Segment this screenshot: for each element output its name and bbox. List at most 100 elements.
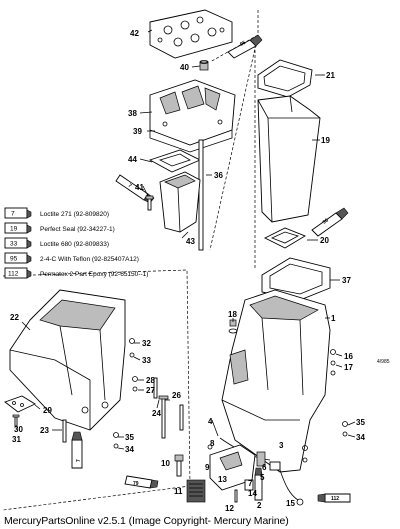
callout-4: 4 <box>208 417 213 426</box>
washers-32-33 <box>129 338 135 358</box>
callout-35-right: 35 <box>356 418 365 427</box>
legend-row-112: 112 Permatex 2 Part Epoxy (92-65150--1) <box>4 267 148 279</box>
callout-44: 44 <box>128 155 137 164</box>
callout-1: 1 <box>331 314 336 323</box>
legend-row-19: 19 Perfect Seal (92-34227-1) <box>4 222 115 234</box>
part-37-gasket <box>261 257 331 301</box>
svg-text:96: 96 <box>322 217 330 225</box>
svg-text:19: 19 <box>10 226 18 233</box>
callout-9: 9 <box>205 463 210 472</box>
part-12-bolt <box>234 489 238 503</box>
callout-5: 5 <box>260 473 265 482</box>
callout-30: 30 <box>14 425 23 434</box>
svg-text:7: 7 <box>127 183 133 190</box>
leader-lines <box>16 29 356 450</box>
tube-95-bottom <box>254 467 263 501</box>
callout-6: 6 <box>262 463 267 472</box>
callout-16: 16 <box>344 352 353 361</box>
svg-text:112: 112 <box>8 271 19 278</box>
callout-14: 14 <box>248 489 257 498</box>
part-5-connector <box>269 461 281 471</box>
tube-95-top: 95 <box>227 34 263 59</box>
svg-text:7: 7 <box>11 211 15 218</box>
callout-26: 26 <box>172 391 181 400</box>
callout-11: 11 <box>174 487 183 496</box>
callout-39: 39 <box>133 127 142 136</box>
part-20-seal <box>263 227 307 249</box>
part-21-seal-frame <box>257 59 313 98</box>
callout-34-left: 34 <box>125 445 134 454</box>
svg-text:Loctite 271 (92-809820): Loctite 271 (92-809820) <box>40 211 109 218</box>
callout-19: 19 <box>321 136 330 145</box>
callout-2: 2 <box>257 501 262 510</box>
callout-42: 42 <box>130 29 139 38</box>
part-42-gasket-plate <box>149 9 233 59</box>
callout-34-right: 34 <box>356 433 365 442</box>
svg-text:Permatex 2 Part Epoxy (92-6515: Permatex 2 Part Epoxy (92-65150--1) <box>40 271 148 278</box>
washers-28-27 <box>132 376 138 392</box>
part-6-connector <box>256 451 266 467</box>
callout-32: 32 <box>142 339 151 348</box>
svg-text:79: 79 <box>133 481 139 487</box>
callout-18: 18 <box>228 310 237 319</box>
callout-13: 13 <box>218 475 227 484</box>
washers-35-34-left <box>113 432 119 449</box>
callout-8: 8 <box>210 439 215 448</box>
footer-caption: MercuryPartsOnline v2.5.1 (Image Copyrig… <box>4 515 289 527</box>
part-25-bolt <box>179 404 184 431</box>
callout-33: 33 <box>142 356 151 365</box>
callout-21: 21 <box>326 71 335 80</box>
callout-38: 38 <box>128 109 137 118</box>
part-29-plate <box>4 395 36 413</box>
part-22-driveshaft-housing-left <box>9 289 126 431</box>
callout-7: 7 <box>248 479 253 488</box>
washers-16-17 <box>330 349 336 376</box>
svg-text:95: 95 <box>10 256 18 263</box>
callout-10: 10 <box>161 459 170 468</box>
svg-text:95: 95 <box>239 40 247 48</box>
callout-20: 20 <box>320 236 329 245</box>
callout-35-left: 35 <box>125 433 134 442</box>
sealant-legend: 7 Loctite 271 (92-809820) 19 Perfect Sea… <box>4 207 148 279</box>
tube-79: 79 <box>124 475 159 489</box>
part-40-bushing <box>199 60 209 71</box>
callout-36: 36 <box>214 171 223 180</box>
dashed-group-box <box>2 269 191 511</box>
callout-24: 24 <box>152 409 161 418</box>
svg-text:7: 7 <box>76 459 82 462</box>
part-13-rectifier <box>209 444 256 491</box>
callout-37: 37 <box>342 276 351 285</box>
screws-30-31 <box>12 414 20 427</box>
callout-43: 43 <box>186 237 195 246</box>
callout-28: 28 <box>146 376 155 385</box>
callout-29: 29 <box>43 406 52 415</box>
legend-row-7: 7 Loctite 271 (92-809820) <box>4 207 109 219</box>
part-14-clip <box>244 479 254 491</box>
svg-text:Loctite 680 (92-809833): Loctite 680 (92-809833) <box>40 241 109 248</box>
callout-41: 41 <box>135 183 144 192</box>
part-15-cable <box>279 469 304 506</box>
svg-text:112: 112 <box>331 496 339 502</box>
callout-23: 23 <box>40 426 49 435</box>
part-43-exhaust-adapter <box>159 171 201 233</box>
callout-3: 3 <box>279 441 284 450</box>
drawing-code: 4/985 <box>377 359 390 365</box>
part-38-adapter-plate <box>149 79 236 153</box>
part-11-regulator <box>186 479 206 503</box>
svg-text:33: 33 <box>10 241 18 248</box>
legend-row-33: 33 Loctite 680 (92-809833) <box>4 237 109 249</box>
legend-row-95: 95 2-4-C With Teflon (92-825407A12) <box>4 252 139 264</box>
callout-numbers: 42 40 21 38 39 19 44 36 41 43 20 37 18 1… <box>10 29 365 513</box>
svg-text:Perfect Seal (92-34227-1): Perfect Seal (92-34227-1) <box>40 226 115 233</box>
callout-27: 27 <box>146 386 155 395</box>
callout-40: 40 <box>180 63 189 72</box>
part-1-driveshaft-housing-right <box>221 289 331 473</box>
washers-35-34-right <box>342 421 348 437</box>
part-23-stud <box>62 419 67 443</box>
part-24-bolt <box>158 395 169 439</box>
part-36-shaft <box>198 139 204 251</box>
svg-text:2-4-C With Teflon (92-825407A1: 2-4-C With Teflon (92-825407A12) <box>40 256 139 263</box>
tube-112: 112 <box>317 493 351 503</box>
part-10-bolt <box>174 454 184 477</box>
